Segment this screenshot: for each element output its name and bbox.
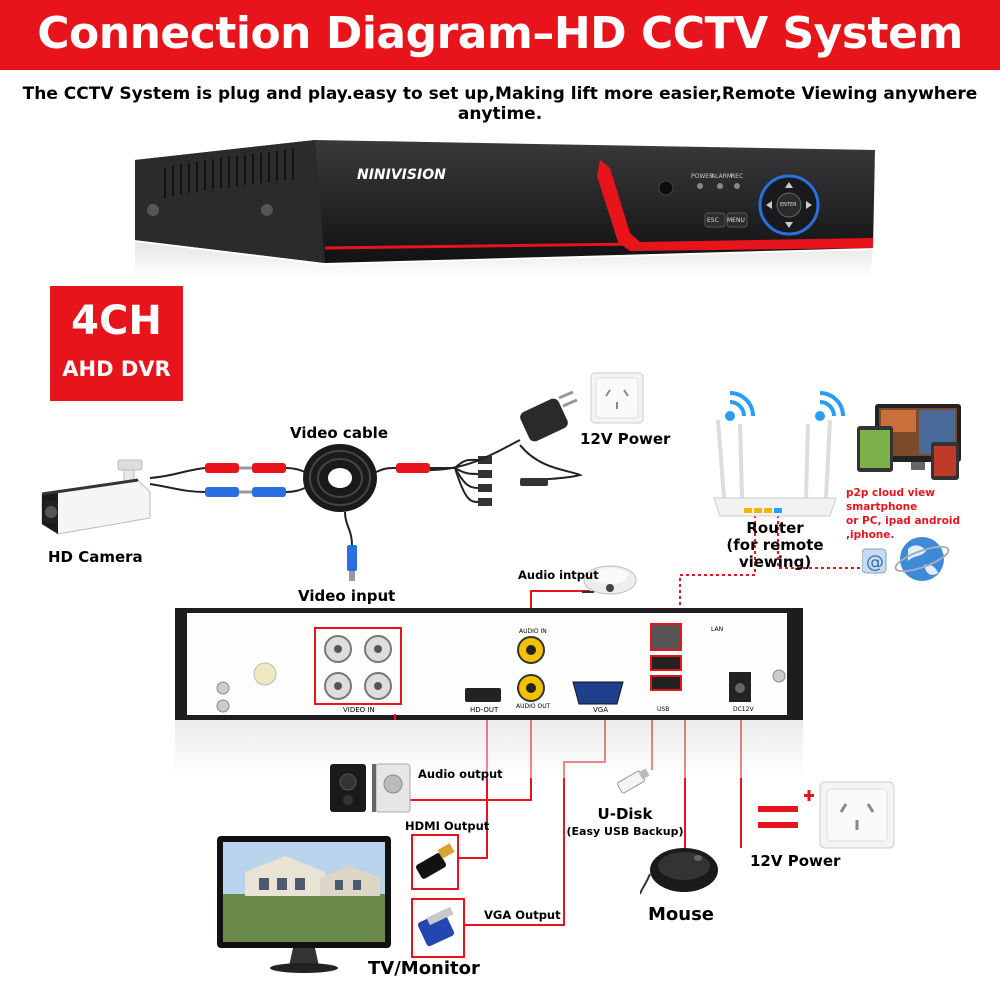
router-label-group: Router (for remote viewing) — [690, 520, 860, 571]
blue-bnc-plug-1 — [205, 487, 239, 497]
video-in-label: VIDEO IN — [343, 706, 375, 714]
page-subtitle: The CCTV System is plug and play.easy to… — [22, 84, 978, 124]
wifi-icon — [725, 391, 845, 421]
router-icon — [713, 391, 845, 517]
page-title: Connection Diagram–HD CCTV System — [37, 8, 963, 59]
blue-bnc-plug-2 — [252, 487, 286, 497]
p2p-line-1: p2p cloud view smartphone — [846, 487, 935, 513]
video-input-label: Video input — [298, 587, 396, 605]
hdmi-output-frame — [411, 834, 459, 890]
indicator-alarm-label: ALARM — [711, 173, 733, 180]
udisk-sub-label: (Easy USB Backup) — [566, 825, 684, 838]
monitor-icon — [217, 836, 391, 973]
vga-plug-icon — [417, 906, 455, 947]
power-adapter-icon — [520, 390, 578, 442]
router-sub-label: (for remote viewing) — [726, 536, 824, 571]
hd-out-label: HD-OUT — [470, 706, 499, 714]
audio-input-label: Audio intput — [518, 568, 599, 582]
usb-port-label: USB — [657, 706, 670, 713]
red-rca-plug-3 — [396, 463, 430, 473]
tv-monitor-label: TV/Monitor — [368, 958, 480, 979]
enter-button-label: ENTER — [780, 202, 797, 208]
badge-channel-count: 4CH — [71, 298, 162, 344]
audio-in-label: AUDIO IN — [519, 628, 547, 635]
devices-icon — [857, 404, 961, 480]
hd-camera-label: HD Camera — [48, 548, 143, 566]
svg-text:@: @ — [866, 552, 884, 573]
speakers-icon — [330, 763, 411, 813]
usb-disk-icon — [616, 768, 650, 794]
vga-output-label: VGA Output — [484, 908, 561, 922]
title-banner — [0, 0, 1000, 70]
camera-icon — [41, 459, 151, 535]
udisk-label-group: U-Disk (Easy USB Backup) — [565, 806, 685, 840]
hdmi-output-label: HDMI Output — [405, 819, 490, 833]
power-bottom-label: 12V Power — [750, 852, 841, 870]
mouse-icon — [640, 848, 718, 895]
dc-polarity-icon — [758, 790, 814, 828]
audio-out-label: AUDIO OUT — [516, 703, 551, 710]
video-cable-label: Video cable — [290, 424, 388, 442]
microphone-icon — [582, 565, 637, 595]
dc-port-label: DC12V — [733, 706, 754, 713]
esc-button-label: ESC — [707, 217, 719, 224]
hdmi-plug-icon — [415, 843, 455, 879]
dvr-front-image — [135, 140, 875, 278]
mouse-label: Mouse — [648, 904, 715, 925]
dvr-rear-panel — [175, 608, 803, 778]
lan-port-label: LAN — [711, 626, 724, 633]
red-rca-plug-2 — [252, 463, 286, 473]
p2p-note: p2p cloud view smartphone or PC, ipad an… — [846, 486, 1000, 542]
indicator-rec-label: REC — [731, 173, 744, 180]
udisk-label: U-Disk — [597, 805, 653, 823]
indicator-power-label: POWER — [691, 173, 714, 180]
globe-icon: @ — [862, 537, 950, 581]
cable-reel-icon — [303, 444, 377, 512]
audio-output-label: Audio output — [418, 767, 503, 781]
menu-button-label: MENU — [727, 217, 745, 224]
p2p-line-2: or PC, ipad android ,iphone. — [846, 515, 961, 541]
power-top-label: 12V Power — [580, 430, 671, 448]
wall-socket-bottom-icon — [819, 781, 895, 849]
product-badge: 4CH AHD DVR — [50, 286, 183, 401]
vga-output-frame — [411, 898, 465, 958]
wall-socket-icon — [590, 372, 644, 424]
dvr-brand-label: NINIVISION — [357, 167, 446, 183]
vga-port-label: VGA — [593, 706, 609, 714]
badge-product-type: AHD DVR — [62, 357, 171, 381]
router-label: Router — [746, 519, 804, 537]
red-rca-plug-1 — [205, 463, 239, 473]
